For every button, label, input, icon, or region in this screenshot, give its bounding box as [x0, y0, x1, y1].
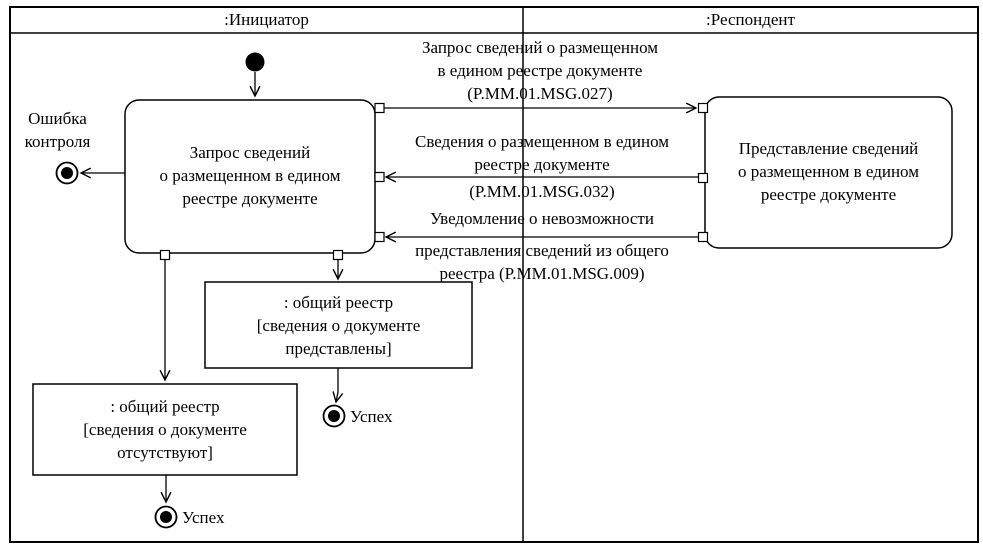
diagram-frame: [9, 6, 979, 543]
message-response-label: Сведения о размещенном в едином реестре …: [384, 130, 700, 176]
registry-present-line2: [сведения о документе: [256, 316, 421, 335]
control-error-label: Ошибка контроля: [0, 107, 115, 153]
success-label-middle: Успех: [350, 407, 393, 426]
message-request-line1: Запрос сведений о размещенном: [421, 38, 659, 57]
connector-ports: [159, 102, 709, 261]
control-error-line1: Ошибка: [28, 109, 87, 128]
message-refusal-line2: представления сведений из общего: [415, 241, 669, 260]
message-response-line1: Сведения о размещенном в едином: [414, 132, 669, 151]
respondent-activity-box: [704, 96, 953, 249]
success-label-bottom: Успех: [182, 508, 225, 527]
control-error-final-node-ring: [55, 161, 79, 185]
initiator-activity-label: Запрос сведений о размещенном в едином р…: [127, 141, 373, 210]
initiator-activity-line3: реестре документе: [182, 189, 318, 208]
registry-present-label: : общий реестр [сведения о документе пре…: [207, 291, 470, 360]
port-initiator-bottom-right: [332, 249, 344, 261]
registry-absent-line3: отсутствуют]: [117, 443, 213, 462]
respondent-activity-line2: о размещенном в едином: [738, 162, 919, 181]
success-final-node-bottom-ring: [154, 505, 178, 529]
respondent-activity-label: Представление сведений о размещенном в е…: [707, 137, 950, 206]
lane-header-initiator: :Инициатор: [224, 10, 309, 29]
success-final-node-bottom: [160, 511, 172, 523]
initiator-activity-line1: Запрос сведений: [189, 143, 311, 162]
success-final-node-middle-ring: [322, 404, 346, 428]
control-error-final-node: [61, 167, 73, 179]
registry-present-box: [204, 281, 473, 369]
port-initiator-msg1: [374, 102, 385, 114]
success-final-node-middle: [328, 410, 340, 422]
port-initiator-msg3: [374, 231, 385, 243]
port-initiator-msg2: [374, 171, 385, 183]
registry-absent-box: [32, 383, 298, 476]
flow-registry-present-to-success-arrow: [332, 368, 344, 404]
registry-present-line1: : общий реестр: [283, 293, 394, 312]
respondent-activity-line3: реестре документе: [760, 185, 897, 204]
message-request-label: Запрос сведений о размещенном в едином р…: [382, 36, 698, 105]
message-refusal-line3: реестра (P.MM.01.MSG.009): [439, 264, 645, 283]
message-request-line2: в едином реестре документе: [437, 61, 643, 80]
registry-absent-label: : общий реестр [сведения о документе отс…: [35, 395, 295, 464]
message-refusal-label-below: представления сведений из общего реестра…: [375, 239, 709, 285]
registry-absent-line1: : общий реестр: [110, 397, 220, 416]
lane-header-respondent: :Респондент: [706, 10, 795, 29]
initial-node: [245, 52, 265, 72]
message-response-code: (P.MM.01.MSG.032): [469, 182, 615, 201]
port-respondent-msg3: [697, 231, 709, 243]
initiator-activity-line2: о размещенном в едином: [159, 166, 341, 185]
port-respondent-msg2: [697, 172, 709, 184]
port-initiator-bottom-left: [159, 249, 171, 261]
message-request-code: (P.MM.01.MSG.027): [467, 84, 613, 103]
message-response-line2: реестре документе: [474, 155, 610, 174]
port-respondent-msg1: [697, 102, 709, 114]
registry-absent-line2: [сведения о документе: [83, 420, 247, 439]
message-refusal-line1: Уведомление о невозможности: [430, 209, 654, 228]
registry-present-line3: представлены]: [285, 339, 392, 358]
control-error-line2: контроля: [24, 132, 91, 151]
respondent-activity-line1: Представление сведений: [738, 139, 919, 158]
